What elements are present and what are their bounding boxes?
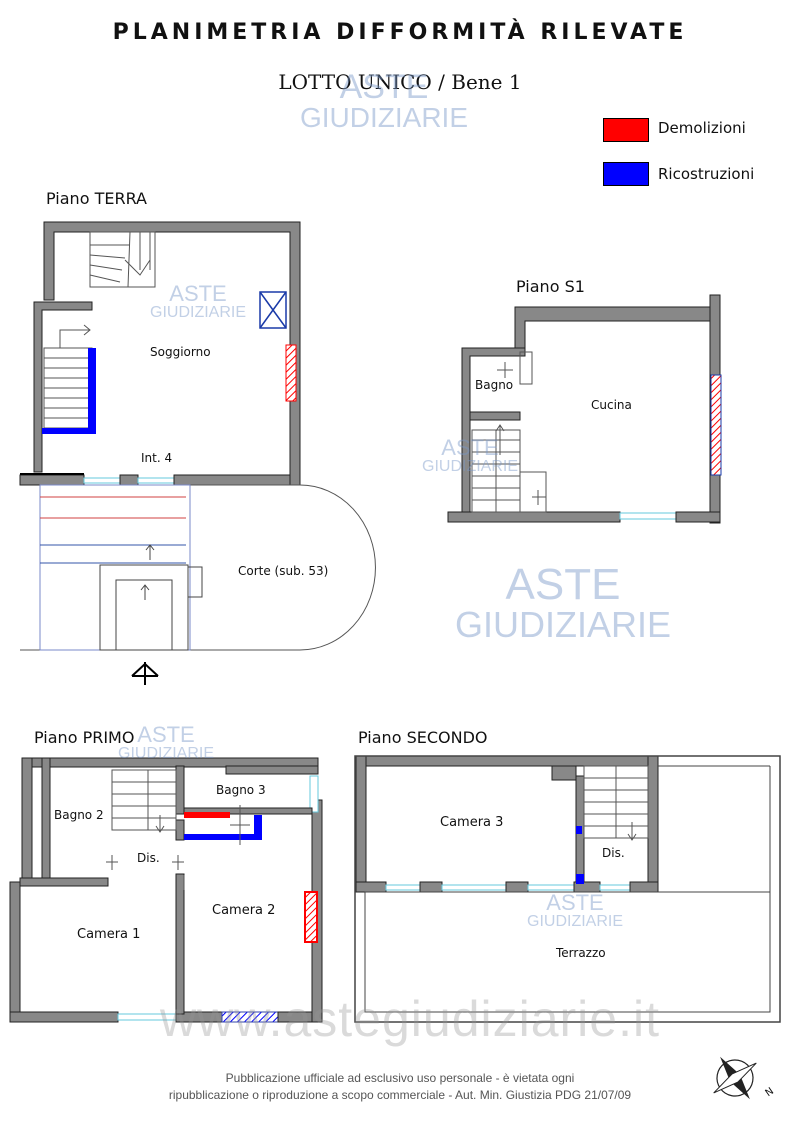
footer-line-1: Pubblicazione ufficiale ad esclusivo uso…	[225, 1071, 575, 1085]
floor-label-primo: Piano PRIMO	[34, 728, 135, 747]
terra-wall-left	[33, 301, 93, 473]
page-title: PLANIMETRIA DIFFORMITÀ RILEVATE	[112, 20, 688, 45]
plan-piano-s1	[447, 294, 722, 524]
room-label: Bagno	[475, 378, 514, 392]
watermark-logo: ASTE GIUDIZIARIE	[150, 281, 247, 321]
plan-piano-terra	[19, 221, 376, 685]
s1-finestra-demolizione	[710, 374, 722, 476]
room-label: Bagno 2	[54, 808, 104, 822]
compass-rose	[713, 1056, 757, 1100]
floor-label-terra: Piano TERRA	[46, 189, 147, 208]
floor-label-secondo: Piano SECONDO	[358, 728, 488, 747]
page-subtitle: LOTTO UNICO / Bene 1	[278, 70, 522, 94]
terra-ricostruzione	[42, 348, 96, 434]
room-label: Int. 4	[141, 451, 173, 465]
watermark-logo: ASTE GIUDIZIARIE	[300, 68, 469, 133]
room-label: Soggiorno	[150, 345, 211, 359]
legend-swatch-ricostruzioni	[603, 162, 649, 186]
legend-label-ricostruzioni: Ricostruzioni	[658, 165, 755, 183]
watermark-logo: ASTE GIUDIZIARIE	[527, 890, 624, 930]
terra-corte	[20, 484, 376, 651]
room-label: Camera 2	[212, 903, 276, 918]
room-label: Corte (sub. 53)	[238, 564, 329, 578]
secondo-ricostruzione	[576, 874, 584, 884]
watermark-site: www.astegiudiziarie.it	[160, 991, 660, 1047]
room-label: Camera 3	[440, 815, 504, 830]
legend-swatch-demolizioni	[603, 118, 649, 142]
primo-ricostruzione	[184, 834, 258, 840]
secondo-terrazzo	[354, 755, 781, 1023]
terra-finestra-demolizione	[285, 344, 297, 402]
floor-label-s1: Piano S1	[516, 277, 585, 296]
plan-piano-primo	[9, 757, 323, 1023]
watermark-logo: ASTE GIUDIZIARIE	[455, 560, 672, 645]
legend: Demolizioni Ricostruzioni	[603, 115, 793, 195]
watermark-logo: ASTE GIUDIZIARIE	[118, 722, 215, 762]
room-label: Terrazzo	[556, 946, 606, 960]
room-label: Cucina	[591, 398, 632, 412]
legend-label-demolizioni: Demolizioni	[658, 119, 746, 137]
room-label: Dis.	[602, 846, 625, 860]
primo-demolizione	[184, 812, 230, 818]
footer-line-2: ripubblicazione o riproduzione a scopo c…	[168, 1088, 632, 1102]
room-label: Camera 1	[77, 927, 141, 942]
watermark-logo: ASTE GIUDIZIARIE	[422, 435, 519, 475]
plan-piano-secondo	[354, 755, 781, 1023]
room-label: Bagno 3	[216, 783, 266, 797]
room-label: Dis.	[137, 851, 160, 865]
primo-finestra-demolizione	[304, 891, 318, 943]
terra-walls	[43, 221, 301, 486]
footer-disclaimer: Pubblicazione ufficiale ad esclusivo uso…	[0, 1070, 800, 1104]
